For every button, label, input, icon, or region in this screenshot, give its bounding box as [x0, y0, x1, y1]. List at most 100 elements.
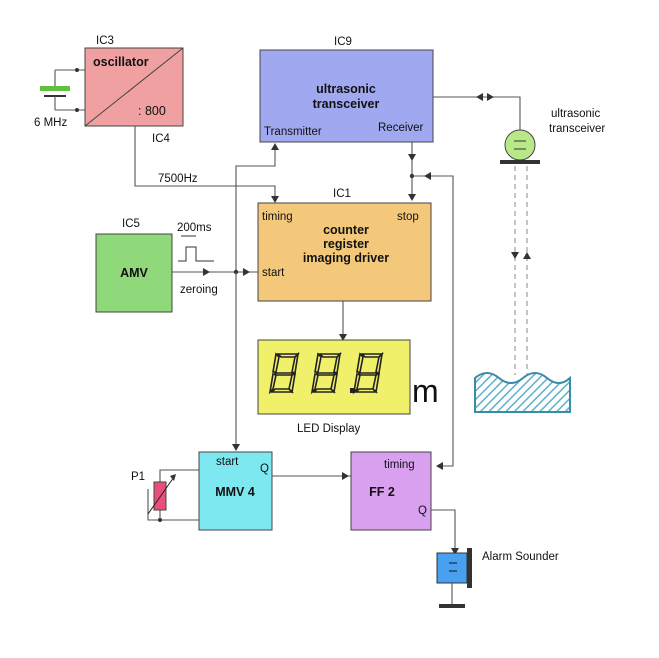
zeroing-arrow	[203, 268, 210, 276]
flipflop-block: timing FF 2 Q	[350, 451, 432, 531]
receiver-label: Receiver	[378, 122, 424, 134]
display-segment	[375, 351, 384, 375]
ff-box	[350, 451, 432, 531]
oscillator-block: IC3 oscillator : 800 IC4	[84, 35, 184, 145]
beam-arrow-up	[523, 252, 531, 259]
mmv-start-arrow	[232, 444, 240, 451]
stop-arrow	[408, 194, 416, 201]
display-segment	[333, 351, 342, 375]
ff-timing-arrow	[436, 462, 443, 470]
oscillator-divider-line	[84, 47, 184, 127]
transceiver-block: IC9 ultrasonic transceiver Transmitter R…	[259, 36, 434, 143]
display-segment	[356, 352, 364, 373]
pulse-waveform	[178, 246, 214, 262]
alarm-body	[436, 552, 468, 584]
pot-wire-top	[159, 469, 199, 482]
clock-frequency-label: 7500Hz	[158, 173, 198, 185]
pot-wiper-wire	[147, 489, 160, 521]
counter-block: IC1 counter register imaging driver timi…	[257, 188, 432, 302]
display-arrow	[339, 334, 347, 341]
clock-arrow	[271, 196, 279, 203]
display-segment	[291, 351, 300, 375]
pot-body	[153, 481, 167, 511]
display-segment	[357, 372, 379, 376]
transmitter-arrow	[271, 143, 279, 150]
display-caption: LED Display	[297, 423, 361, 435]
counter-stop-label: stop	[397, 211, 419, 223]
ic1-tag: IC1	[333, 188, 351, 200]
counter-title-line2: register	[323, 237, 369, 251]
ic4-tag: IC4	[152, 133, 171, 145]
stop-to-ff-wire	[412, 175, 454, 467]
display-segment	[312, 388, 336, 393]
transmitter-label: Transmitter	[264, 126, 322, 138]
alarm-label: Alarm Sounder	[482, 551, 559, 563]
mmv-q-label: Q	[260, 463, 269, 475]
pulse-width-label: 200ms	[177, 222, 212, 234]
start-arrow	[243, 268, 250, 276]
led-display: m LED Display	[257, 339, 439, 435]
display-decimal-point	[350, 388, 355, 393]
pot-wire-bottom	[159, 510, 199, 521]
display-segment	[315, 372, 337, 376]
sensor-arrow-right	[487, 93, 494, 101]
mmv-start-label: start	[216, 456, 239, 468]
sensor-arrow-left	[476, 93, 483, 101]
pot-wiper-arrow	[170, 474, 176, 481]
crystal-source: 6 MHz	[34, 68, 85, 129]
ultrasonic-sensor: ultrasonic transceiver	[500, 108, 605, 375]
pot-wiper	[147, 476, 175, 515]
ic5-tag: IC5	[122, 218, 140, 230]
display-segment	[273, 372, 295, 376]
counter-start-label: start	[262, 267, 285, 279]
alarm-sounder: Alarm Sounder	[436, 548, 559, 608]
alarm-ground	[439, 604, 465, 608]
water-surface	[474, 372, 571, 413]
pot-label: P1	[131, 471, 145, 483]
mmv-block: start Q MMV 4	[198, 451, 273, 531]
sensor-wire	[433, 96, 521, 130]
sensor-label-line1: ultrasonic	[551, 108, 600, 120]
potentiometer: P1	[131, 469, 199, 522]
sensor-disc	[504, 129, 536, 161]
sensor-label-line2: transceiver	[549, 123, 605, 135]
mmv-title: MMV 4	[215, 485, 255, 499]
junction-dot	[75, 68, 79, 72]
sensor-base	[500, 160, 540, 164]
crystal-label: 6 MHz	[34, 117, 67, 129]
ic3-tag: IC3	[96, 35, 114, 47]
receiver-arrow	[408, 154, 416, 161]
stop-branch-arrow	[424, 172, 431, 180]
mmv-box	[198, 451, 273, 531]
oscillator-title: oscillator	[93, 55, 149, 69]
transceiver-title-line2: transceiver	[313, 97, 380, 111]
counter-title-line1: counter	[323, 223, 369, 237]
counter-timing-label: timing	[262, 211, 293, 223]
ic9-tag: IC9	[334, 36, 352, 48]
transceiver-title-line1: ultrasonic	[316, 82, 376, 96]
display-segment	[270, 388, 294, 393]
clock-wire	[134, 126, 276, 200]
ff-title: FF 2	[369, 485, 395, 499]
junction-dot	[158, 518, 162, 522]
oscillator-ratio: : 800	[138, 104, 166, 118]
alarm-arrow	[451, 548, 459, 555]
battery-plate	[40, 86, 70, 91]
beam-arrow-down	[511, 252, 519, 259]
alarm-wire	[431, 509, 456, 552]
ff-q-label: Q	[418, 505, 427, 517]
counter-box	[257, 202, 432, 302]
amv-box	[95, 233, 173, 313]
zeroing-label: zeroing	[180, 284, 218, 296]
counter-title-line3: imaging driver	[303, 251, 389, 265]
mmv-ff-arrow	[342, 472, 349, 480]
pulse-symbol: 200ms	[177, 222, 214, 262]
seven-segment-readout	[268, 351, 384, 395]
display-segment	[354, 388, 378, 393]
display-unit: m	[412, 373, 439, 409]
display-segment	[314, 352, 322, 373]
junction-dot	[75, 108, 79, 112]
alarm-plate	[467, 548, 472, 588]
